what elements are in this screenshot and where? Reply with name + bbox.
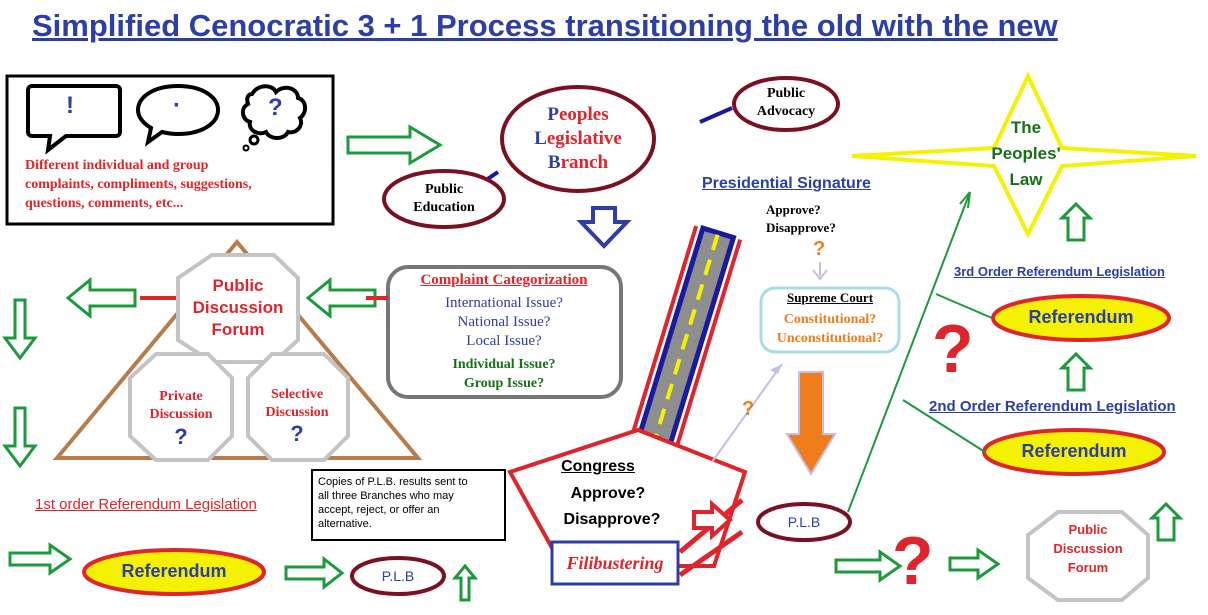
filibustering-label: Filibustering	[552, 553, 678, 574]
arrow-down-orange-icon	[787, 372, 835, 474]
input-line-2: complaints, compliments, suggestions,	[25, 177, 252, 193]
arrow-up-icon	[1062, 204, 1090, 240]
plb-line-2: Legislative	[518, 128, 638, 150]
plb-p: P	[547, 104, 559, 125]
copies-line-3: accept, reject, or offer an	[318, 504, 439, 516]
peoples-law-line-3: Law	[976, 170, 1076, 190]
supreme-line-2: Unconstitutional?	[761, 331, 899, 347]
plb-b-rest: ranch	[561, 152, 609, 173]
arrow-right-icon	[348, 127, 440, 163]
second-order-label: 2nd Order Referendum Legislation	[929, 398, 1176, 415]
plb-l: L	[534, 128, 547, 149]
arrow-right-icon	[836, 552, 900, 580]
third-order-label: 3rd Order Referendum Legislation	[954, 264, 1165, 279]
public-education-2: Education	[394, 200, 494, 216]
private-question: ?	[130, 424, 232, 450]
forum-line-2: Discussion	[178, 298, 298, 318]
supreme-title: Supreme Court	[761, 290, 899, 306]
referendum-label: Referendum	[994, 441, 1154, 462]
arrow-right-icon	[950, 550, 998, 578]
complaint-line-5: Group Issue?	[390, 376, 618, 392]
congress-title: Congress	[548, 458, 648, 476]
first-order-label: 1st order Referendum Legislation	[35, 496, 257, 513]
public-education-ellipse	[384, 171, 504, 227]
arrow-up-icon	[1062, 354, 1090, 390]
input-line-3: questions, comments, etc...	[25, 196, 183, 212]
copies-line-4: alternative.	[318, 518, 372, 530]
bubble-exclaim: !	[66, 92, 74, 120]
plb-l-rest: egislative	[547, 128, 622, 149]
arrow-down-icon	[5, 408, 35, 466]
peoples-law-line-2: Peoples'	[976, 144, 1076, 164]
arrow-left-icon	[68, 280, 135, 316]
copies-line-2: all three Branches who may	[318, 490, 454, 502]
arrow-down-icon	[5, 300, 35, 358]
arrow-down-blue-icon	[581, 208, 627, 246]
plb-p-rest: eoples	[559, 104, 609, 125]
connector	[700, 108, 732, 122]
arrow-up-icon	[1152, 504, 1180, 540]
plb-short-label: P.L.B	[358, 568, 438, 584]
small-question: ?	[742, 398, 754, 421]
presidential-line-2: Disapprove?	[766, 220, 836, 236]
supreme-line-1: Constitutional?	[761, 312, 899, 328]
presidential-line-1: Approve?	[766, 202, 821, 218]
bubble-question: ?	[268, 94, 283, 122]
selective-line-2: Discussion	[246, 405, 348, 421]
arrow-up-icon	[455, 566, 475, 600]
referendum-label: Referendum	[94, 561, 254, 582]
complaint-title: Complaint Categorization	[390, 272, 618, 289]
congress-line-2: Disapprove?	[552, 511, 672, 529]
plb-line-1: Peoples	[528, 104, 628, 126]
bubble-dot: ·	[173, 92, 181, 120]
congress-line-1: Approve?	[548, 485, 668, 503]
plb-short-label: P.L.B	[764, 514, 844, 530]
copies-line-1: Copies of P.L.B. results sent to	[318, 476, 468, 488]
arrow-right-icon	[10, 545, 70, 573]
page-title: Simplified Cenocratic 3 + 1 Process tran…	[32, 8, 1058, 44]
selective-line-1: Selective	[246, 387, 348, 403]
complaint-line-2: National Issue?	[390, 314, 618, 331]
complaint-line-3: Local Issue?	[390, 333, 618, 350]
big-question-mark: ?	[932, 310, 974, 388]
forum-right-line-3: Forum	[1028, 560, 1148, 575]
private-line-1: Private	[130, 389, 232, 405]
big-question-mark: ?	[892, 522, 934, 600]
peoples-law-line-1: The	[976, 118, 1076, 138]
plb-b: B	[548, 152, 561, 173]
arrow-right-icon	[286, 559, 342, 587]
public-advocacy-2: Advocacy	[736, 104, 836, 120]
complaint-line-4: Individual Issue?	[390, 357, 618, 373]
input-line-1: Different individual and group	[25, 158, 208, 174]
public-education-1: Public	[394, 182, 494, 198]
presidential-question: ?	[813, 238, 825, 261]
forum-line-3: Forum	[178, 320, 298, 340]
selective-question: ?	[246, 421, 348, 447]
forum-right-line-1: Public	[1028, 522, 1148, 537]
forum-right-line-2: Discussion	[1028, 541, 1148, 556]
plb-line-3: Branch	[528, 152, 628, 174]
public-advocacy-1: Public	[736, 86, 836, 102]
arrow-left-icon	[308, 280, 375, 316]
forum-line-1: Public	[178, 276, 298, 296]
arrow-head	[770, 364, 782, 374]
presidential-title: Presidential Signature	[702, 175, 871, 193]
private-line-2: Discussion	[130, 407, 232, 423]
referendum-label: Referendum	[1001, 307, 1161, 328]
highway-graphic	[629, 225, 742, 452]
complaint-line-1: International Issue?	[390, 295, 618, 312]
